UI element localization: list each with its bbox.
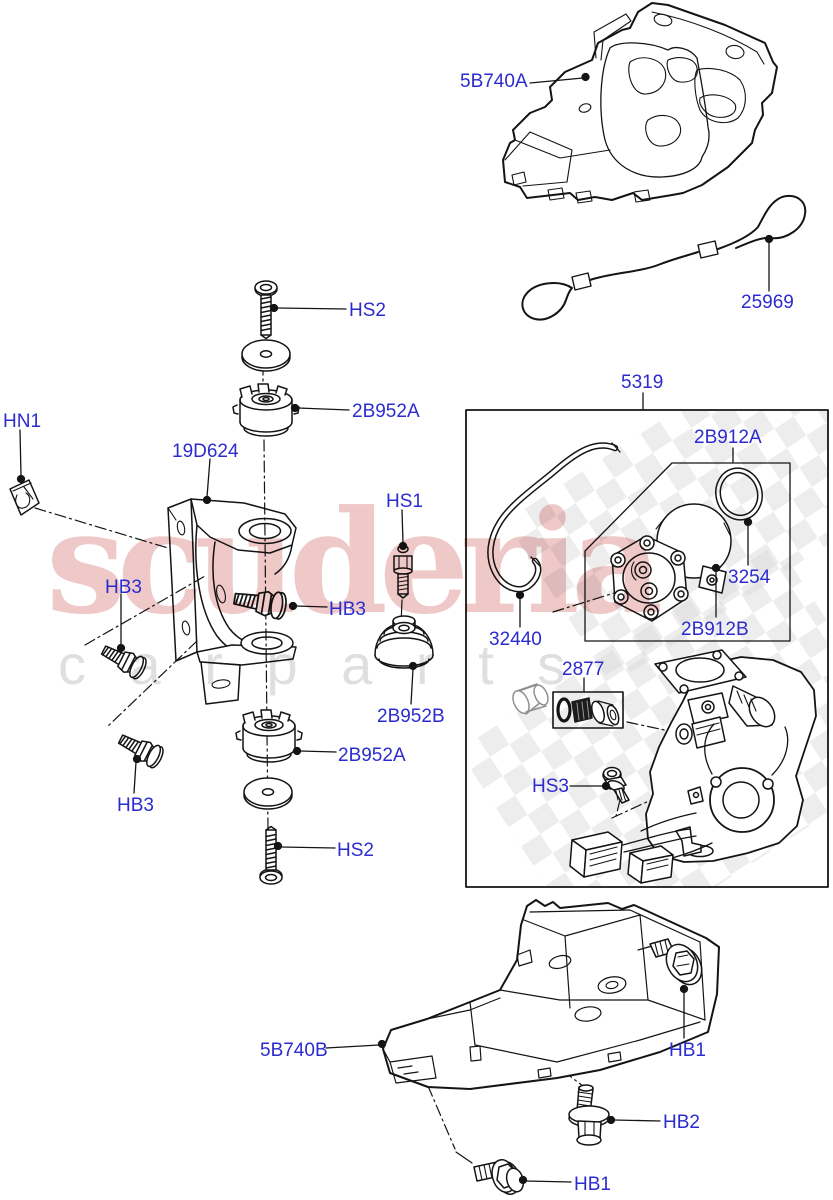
callout-3254[interactable]: 3254 xyxy=(728,567,771,588)
part-pump-2b912b xyxy=(610,503,732,622)
callout-2b952a-top[interactable]: 2B952A xyxy=(352,401,420,422)
part-compressor-assembly xyxy=(569,649,817,884)
callout-hs1[interactable]: HS1 xyxy=(386,491,423,512)
part-hose-32440 xyxy=(487,442,621,593)
part-screw-hb2 xyxy=(568,1084,610,1146)
part-screw-hb1-right xyxy=(637,938,703,986)
part-cover-5b740a xyxy=(502,2,778,204)
leader-lines xyxy=(16,72,774,1185)
callout-hb3-left[interactable]: HB3 xyxy=(105,577,142,598)
callout-32440[interactable]: 32440 xyxy=(489,629,542,650)
callout-hn1[interactable]: HN1 xyxy=(3,411,42,432)
callout-25969[interactable]: 25969 xyxy=(741,292,794,313)
part-screw-hb1-bottom xyxy=(473,1159,525,1195)
callout-2b912b[interactable]: 2B912B xyxy=(681,619,749,640)
part-bolt-hs3 xyxy=(602,766,630,804)
part-isolator-2b952a-bottom xyxy=(235,709,303,763)
part-bolt-hb3-mid xyxy=(231,584,289,621)
part-mount-2b952b xyxy=(374,615,434,669)
callout-hs2-top[interactable]: HS2 xyxy=(349,300,386,321)
part-bolt-hs2-bottom xyxy=(259,825,283,885)
callout-5b740a[interactable]: 5B740A xyxy=(460,71,528,92)
part-washer-top xyxy=(241,339,291,372)
callout-19d624[interactable]: 19D624 xyxy=(172,441,239,462)
callout-2877[interactable]: 2877 xyxy=(562,659,605,680)
callout-hb2[interactable]: HB2 xyxy=(663,1112,700,1133)
callout-hb3-bottom[interactable]: HB3 xyxy=(117,795,154,816)
callout-hs3[interactable]: HS3 xyxy=(532,776,569,797)
callout-2b952a-bottom[interactable]: 2B952A xyxy=(338,745,406,766)
part-stud-hs1 xyxy=(393,544,413,599)
part-washer-bottom xyxy=(243,777,293,810)
part-clip-hn1 xyxy=(9,479,40,516)
callout-hs2-bottom[interactable]: HS2 xyxy=(337,840,374,861)
kit-2877 xyxy=(512,683,624,729)
callout-5b740b[interactable]: 5B740B xyxy=(260,1040,328,1061)
callout-5319[interactable]: 5319 xyxy=(621,372,664,393)
part-bolt-hb3-bottom xyxy=(114,728,167,771)
callout-hb3-mid[interactable]: HB3 xyxy=(329,599,366,620)
part-tether-25969 xyxy=(521,195,807,321)
part-bracket-5b740b xyxy=(382,899,720,1090)
callout-2b952b[interactable]: 2B952B xyxy=(377,706,445,727)
kit-box-5319 xyxy=(465,409,829,888)
callout-2b912a[interactable]: 2B912A xyxy=(694,427,762,448)
callout-hb1-bottom[interactable]: HB1 xyxy=(574,1174,611,1195)
part-bracket-19d624 xyxy=(167,498,297,705)
callout-hb1-right[interactable]: HB1 xyxy=(669,1040,706,1061)
kit-outline-2b912a xyxy=(584,462,791,642)
part-isolator-2b952a-top xyxy=(232,383,300,437)
